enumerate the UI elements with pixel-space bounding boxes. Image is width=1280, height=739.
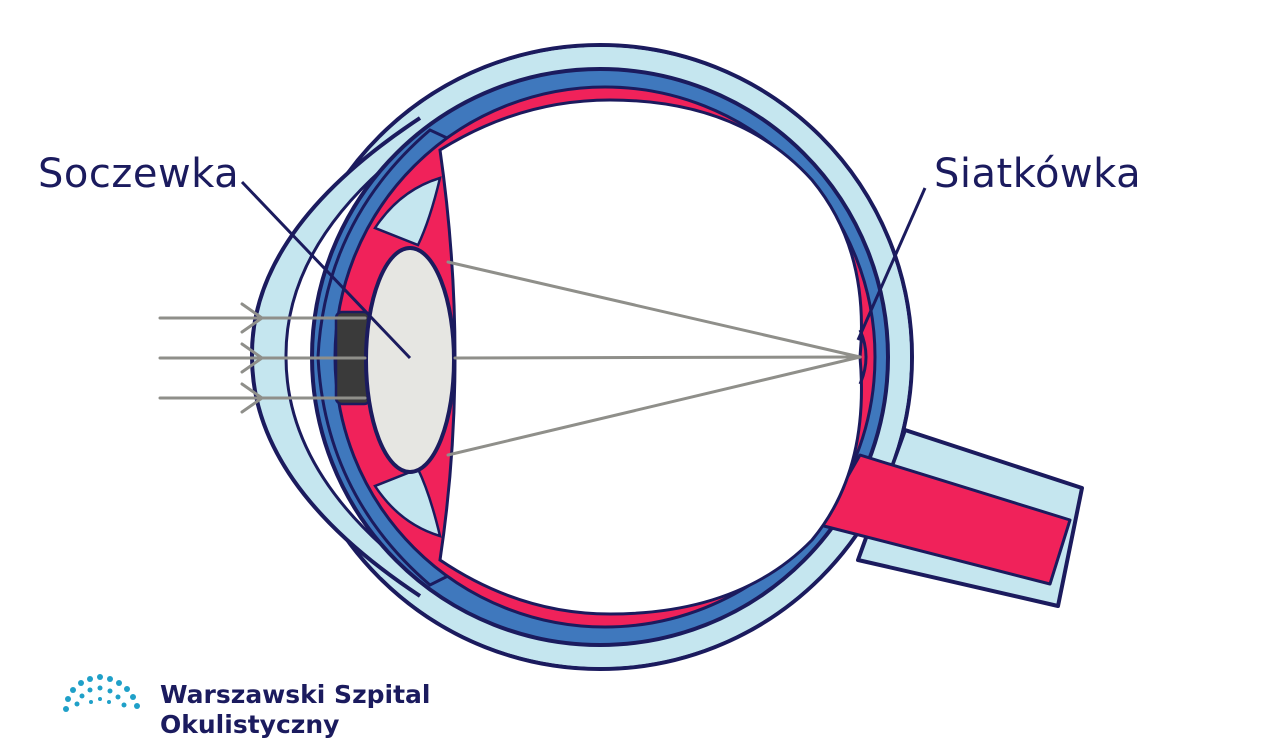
- lens-shape: [364, 246, 456, 474]
- eye-diagram: [63, 43, 1084, 712]
- retina-label: Siatkówka: [934, 151, 1142, 197]
- logo-dots-icon: [63, 674, 140, 712]
- ray-top-refracted: [446, 260, 862, 359]
- lens-leader-line: [240, 180, 412, 360]
- suspensory-ligament-top: [373, 176, 442, 247]
- ray-middle-arrowhead: [240, 342, 265, 374]
- ray-bottom-refracted: [446, 355, 862, 457]
- ray-top-arrowhead: [240, 302, 265, 334]
- ray-middle-refracted: [453, 355, 862, 360]
- suspensory-ligament-bottom: [373, 467, 442, 538]
- ray-bottom-arrowhead: [240, 382, 265, 414]
- lens-label: Soczewka: [38, 151, 240, 197]
- logo-text-line2: Okulistyczny: [160, 710, 340, 739]
- logo-text-line1: Warszawski Szpital: [160, 680, 431, 709]
- retina-leader-line: [856, 187, 927, 341]
- light-rays: [158, 260, 862, 457]
